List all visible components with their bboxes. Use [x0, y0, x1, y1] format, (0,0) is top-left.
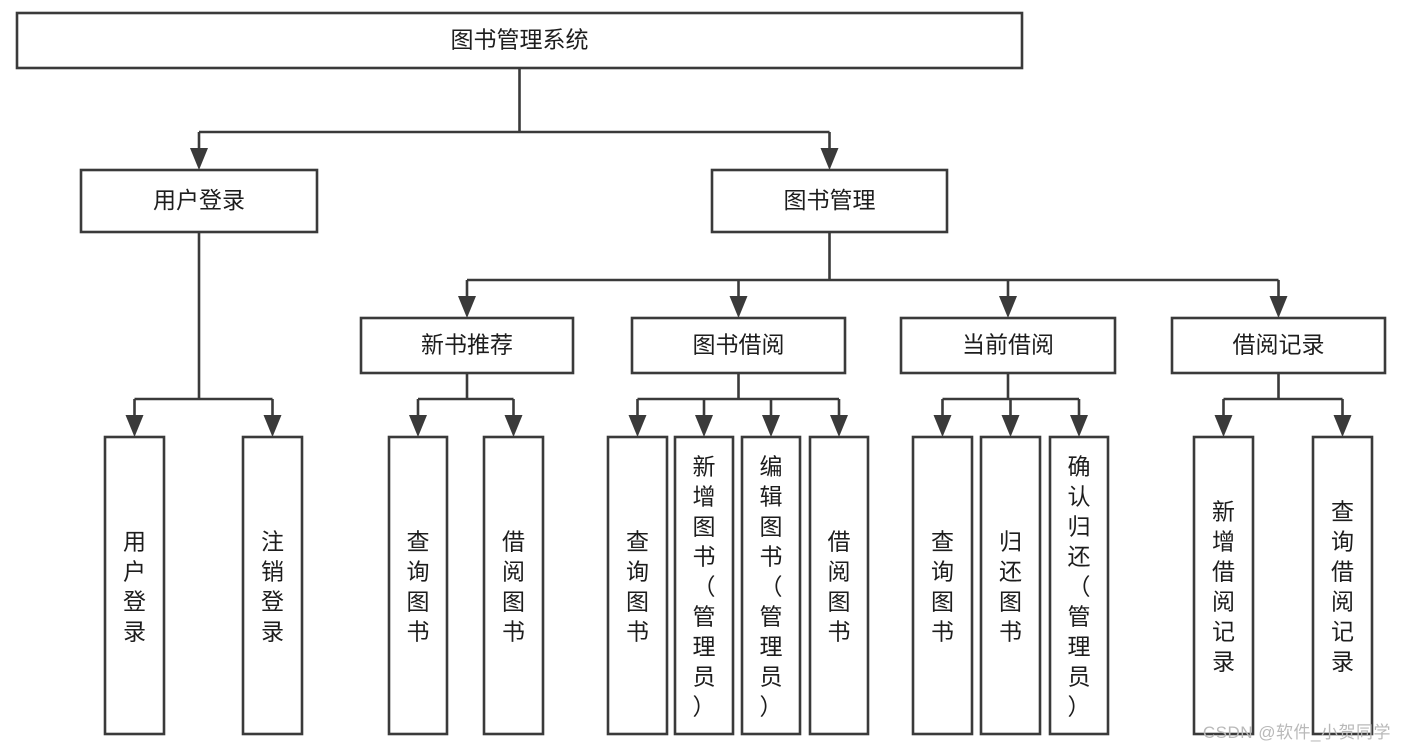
node-box-book-borrow	[630, 316, 847, 375]
node-label-current-borrow: 当前借阅	[962, 332, 1054, 358]
node-leaf-query-borrow-record[interactable]: 查询借阅记录	[1311, 435, 1374, 736]
node-label-leaf-query-book-recommend: 查询图书	[407, 529, 430, 645]
node-box-book-manage	[710, 168, 949, 234]
node-box-leaf-query-book-borrow	[606, 435, 669, 736]
node-label-leaf-user-login: 用户登录	[123, 529, 146, 645]
node-leaf-logout[interactable]: 注销登录	[241, 435, 304, 736]
node-leaf-query-book-current[interactable]: 查询图书	[911, 435, 974, 736]
node-box-root	[15, 11, 1024, 70]
node-current-borrow[interactable]: 当前借阅	[899, 316, 1117, 375]
node-box-leaf-borrow-book-recommend	[482, 435, 545, 736]
node-leaf-confirm-return[interactable]: 确认归还（管理员）	[1048, 435, 1110, 736]
node-leaf-query-book-borrow[interactable]: 查询图书	[606, 435, 669, 736]
node-label-book-manage: 图书管理	[784, 187, 876, 213]
connector-layer	[125, 68, 1352, 437]
node-book-borrow[interactable]: 图书借阅	[630, 316, 847, 375]
node-label-leaf-add-book: 新增图书（管理员）	[693, 454, 716, 720]
node-leaf-borrow-book[interactable]: 借阅图书	[808, 435, 870, 736]
node-label-leaf-logout: 注销登录	[261, 529, 284, 645]
node-root[interactable]: 图书管理系统	[15, 11, 1024, 70]
node-label-leaf-edit-book: 编辑图书（管理员）	[760, 454, 783, 720]
node-label-leaf-borrow-book: 借阅图书	[828, 529, 851, 645]
node-label-user-login: 用户登录	[153, 187, 245, 213]
node-box-leaf-add-book	[673, 435, 735, 736]
node-label-book-borrow: 图书借阅	[693, 332, 785, 358]
node-label-leaf-confirm-return: 确认归还（管理员）	[1068, 454, 1091, 720]
node-box-leaf-return-book	[979, 435, 1042, 736]
node-label-leaf-add-borrow-record: 新增借阅记录	[1212, 499, 1235, 675]
node-leaf-user-login[interactable]: 用户登录	[103, 435, 166, 736]
node-leaf-borrow-book-recommend[interactable]: 借阅图书	[482, 435, 545, 736]
node-box-borrow-record	[1170, 316, 1387, 375]
node-label-leaf-return-book: 归还图书	[999, 529, 1022, 645]
node-box-leaf-query-borrow-record	[1311, 435, 1374, 736]
node-layer: 图书管理系统用户登录图书管理新书推荐图书借阅当前借阅借阅记录用户登录注销登录查询…	[15, 11, 1387, 736]
node-label-leaf-query-book-current: 查询图书	[931, 529, 954, 645]
node-new-book-recommend[interactable]: 新书推荐	[359, 316, 575, 375]
node-box-current-borrow	[899, 316, 1117, 375]
node-leaf-return-book[interactable]: 归还图书	[979, 435, 1042, 736]
node-label-leaf-query-book-borrow: 查询图书	[626, 529, 649, 645]
node-box-leaf-borrow-book	[808, 435, 870, 736]
node-label-leaf-query-borrow-record: 查询借阅记录	[1331, 499, 1354, 675]
node-user-login[interactable]: 用户登录	[79, 168, 319, 234]
node-leaf-query-book-recommend[interactable]: 查询图书	[387, 435, 449, 736]
node-book-manage[interactable]: 图书管理	[710, 168, 949, 234]
node-label-borrow-record: 借阅记录	[1233, 332, 1325, 358]
node-box-leaf-query-book-recommend	[387, 435, 449, 736]
node-leaf-add-book[interactable]: 新增图书（管理员）	[673, 435, 735, 736]
node-borrow-record[interactable]: 借阅记录	[1170, 316, 1387, 375]
node-box-leaf-user-login	[103, 435, 166, 736]
node-label-root: 图书管理系统	[451, 27, 589, 53]
node-leaf-add-borrow-record[interactable]: 新增借阅记录	[1192, 435, 1255, 736]
node-box-leaf-add-borrow-record	[1192, 435, 1255, 736]
node-label-new-book-recommend: 新书推荐	[421, 332, 513, 358]
node-box-leaf-confirm-return	[1048, 435, 1110, 736]
node-box-leaf-edit-book	[740, 435, 802, 736]
node-box-leaf-logout	[241, 435, 304, 736]
node-label-leaf-borrow-book-recommend: 借阅图书	[502, 529, 525, 645]
node-box-leaf-query-book-current	[911, 435, 974, 736]
node-box-new-book-recommend	[359, 316, 575, 375]
node-leaf-edit-book[interactable]: 编辑图书（管理员）	[740, 435, 802, 736]
node-box-user-login	[79, 168, 319, 234]
